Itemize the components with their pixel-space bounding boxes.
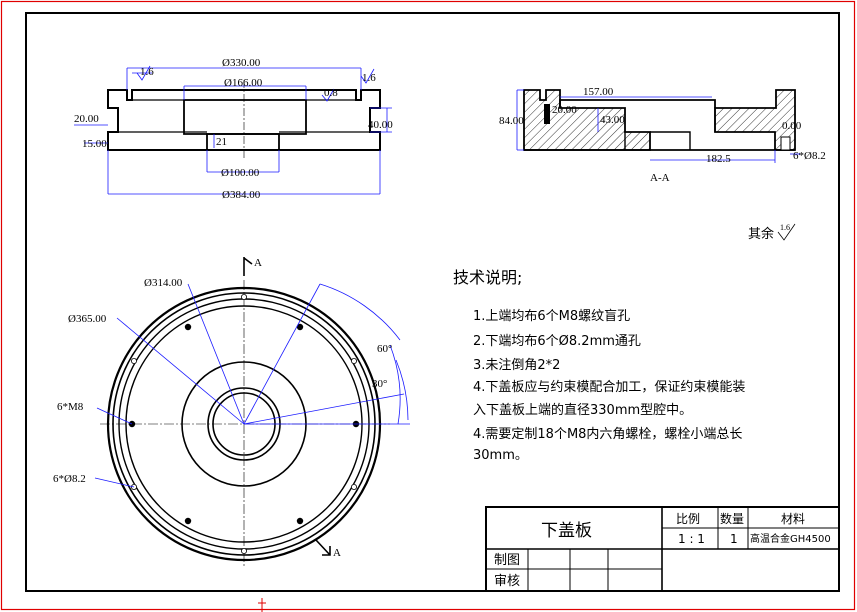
drawn-label: 制图 — [494, 553, 520, 568]
dim-holes: 6*Ø8.2 — [793, 150, 826, 162]
checked-label: 审核 — [494, 574, 520, 589]
dim-2000: 20.00 — [552, 104, 577, 116]
dim-d330: Ø330.00 — [222, 57, 261, 69]
material-header: 材料 — [781, 512, 805, 526]
edge-mark — [258, 598, 266, 612]
dim-182: 182.5 — [706, 153, 731, 165]
tech-note-1: 1.上端均布6个M8螺纹盲孔 — [473, 308, 630, 324]
dim-m8: 6*M8 — [57, 401, 84, 413]
dim-h82: 6*Ø8.2 — [53, 473, 86, 485]
scale-header: 比例 — [676, 512, 700, 526]
dim-h15: 15.00 — [82, 138, 107, 150]
roughness-left: 1.6 — [140, 66, 154, 78]
part-name: 下盖板 — [541, 521, 592, 541]
roughness-right: 1.6 — [362, 72, 376, 84]
section-view: 157.00 84.00 43.00 182.5 0.00 20.00 6*Ø8… — [499, 86, 826, 184]
tech-note-6: 4.需要定制18个M8内六角螺栓，螺栓小端总长 — [473, 426, 742, 442]
dim-000: 0.00 — [782, 120, 802, 132]
roughness-inner: 0.8 — [324, 87, 338, 99]
tech-note-5: 入下盖板上端的直径330mm型腔中。 — [473, 402, 692, 418]
dim-h20: 20.00 — [74, 113, 99, 125]
dim-d384: Ø384.00 — [222, 189, 261, 201]
material-value: 高温合金GH4500 — [750, 532, 831, 545]
tech-notes-title: 技术说明; — [453, 268, 522, 287]
section-label: A-A — [650, 172, 670, 184]
dim-d365: Ø365.00 — [68, 313, 107, 325]
cut-label-top: A — [254, 257, 262, 269]
scale-value: 1 : 1 — [678, 532, 705, 546]
top-view: Ø314.00 Ø365.00 6*M8 6*Ø8.2 60° 30° A A — [53, 257, 410, 568]
dim-43: 43.00 — [600, 114, 625, 126]
dim-h40: 40.00 — [368, 119, 393, 131]
dim-157: 157.00 — [583, 86, 614, 98]
tech-note-3: 3.未注倒角2*2 — [473, 358, 560, 373]
dim-d166: Ø166.00 — [224, 77, 263, 89]
dim-h21: 21 — [216, 136, 227, 148]
title-block: 下盖板 比例 数量 材料 1 : 1 1 高温合金GH4500 制图 审核 — [485, 506, 840, 592]
dim-a60: 60° — [377, 343, 392, 355]
qty-header: 数量 — [720, 511, 744, 526]
dim-d100: Ø100.00 — [221, 167, 260, 179]
qty-value: 1 — [730, 532, 738, 546]
cut-label-bottom: A — [333, 547, 341, 559]
dim-84: 84.00 — [499, 115, 524, 127]
dim-a30: 30° — [372, 378, 387, 390]
tech-note-7: 30mm。 — [473, 448, 528, 463]
roughness-note-label: 其余 — [748, 226, 774, 242]
tech-notes: 技术说明; 1.上端均布6个M8螺纹盲孔 2.下端均布6个Ø8.2mm通孔 3.… — [453, 268, 745, 463]
tech-note-2: 2.下端均布6个Ø8.2mm通孔 — [473, 334, 641, 349]
roughness-note-value: 1.6 — [780, 223, 790, 232]
roughness-note: 其余 1.6 — [748, 223, 796, 242]
drawing-border — [25, 12, 840, 592]
tech-note-4: 4.下盖板应与约束模配合加工，保证约束模能装 — [473, 379, 745, 395]
front-view: Ø330.00 Ø166.00 Ø100.00 Ø384.00 20.00 15… — [74, 57, 393, 201]
dim-d314: Ø314.00 — [144, 277, 183, 289]
